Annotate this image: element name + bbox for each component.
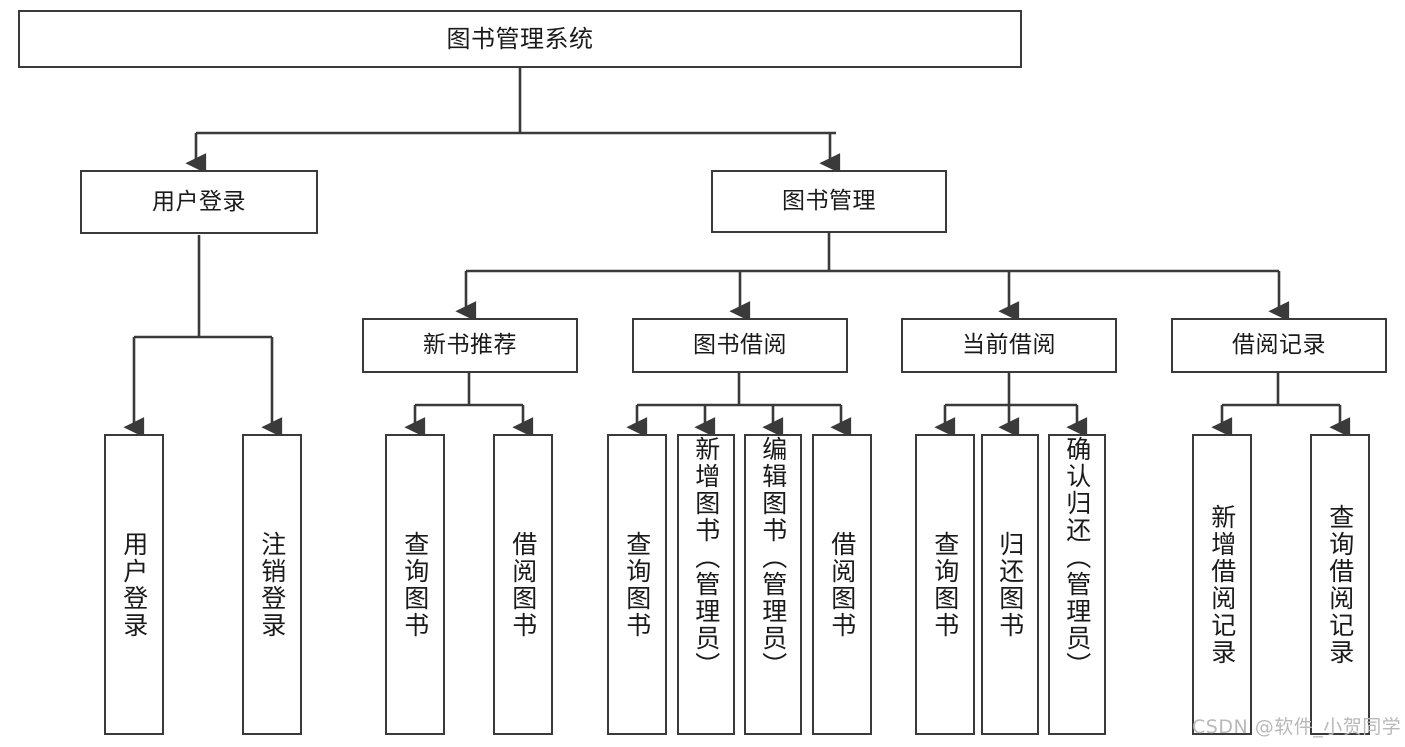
node-label: 查询图书 bbox=[400, 530, 430, 639]
node-user-login[interactable]: 用户登录 bbox=[80, 170, 318, 234]
node-label: 查询图书 bbox=[622, 530, 652, 639]
leaf-current-confirm-return-admin[interactable]: 确认归还（管理员） bbox=[1048, 434, 1106, 735]
node-book-borrow[interactable]: 图书借阅 bbox=[632, 318, 848, 373]
node-label: 借阅图书 bbox=[827, 530, 857, 639]
node-label: 图书管理 bbox=[782, 188, 876, 214]
node-label: 用户登录 bbox=[152, 188, 246, 215]
node-label: 新增借阅记录 bbox=[1207, 503, 1237, 666]
node-label: 借阅记录 bbox=[1232, 332, 1326, 358]
leaf-recommend-borrow-book[interactable]: 借阅图书 bbox=[493, 434, 553, 735]
node-root-system[interactable]: 图书管理系统 bbox=[18, 10, 1022, 68]
node-label: 查询借阅记录 bbox=[1325, 503, 1355, 666]
node-book-management[interactable]: 图书管理 bbox=[711, 170, 947, 233]
node-new-book-recommend[interactable]: 新书推荐 bbox=[362, 318, 578, 373]
node-label: 编辑图书（管理员） bbox=[758, 436, 788, 679]
leaf-recommend-query-book[interactable]: 查询图书 bbox=[385, 434, 445, 735]
leaf-borrow-borrow-book[interactable]: 借阅图书 bbox=[812, 434, 872, 735]
node-label: 归还图书 bbox=[995, 530, 1025, 639]
leaf-current-query-book[interactable]: 查询图书 bbox=[915, 434, 975, 735]
node-label: 查询图书 bbox=[930, 530, 960, 639]
node-label: 图书管理系统 bbox=[446, 25, 594, 53]
leaf-borrow-edit-book-admin[interactable]: 编辑图书（管理员） bbox=[744, 434, 802, 735]
node-label: 借阅图书 bbox=[508, 530, 538, 639]
leaf-user-login[interactable]: 用户登录 bbox=[104, 434, 164, 735]
leaf-current-return-book[interactable]: 归还图书 bbox=[981, 434, 1039, 735]
leaf-borrow-add-book-admin[interactable]: 新增图书（管理员） bbox=[677, 434, 735, 735]
leaf-record-add-borrow-record[interactable]: 新增借阅记录 bbox=[1192, 434, 1252, 735]
leaf-user-logout[interactable]: 注销登录 bbox=[242, 434, 302, 735]
leaf-borrow-query-book[interactable]: 查询图书 bbox=[607, 434, 667, 735]
node-label: 用户登录 bbox=[119, 530, 149, 639]
node-label: 新增图书（管理员） bbox=[691, 436, 721, 679]
node-label: 确认归还（管理员） bbox=[1062, 436, 1092, 679]
node-borrow-record[interactable]: 借阅记录 bbox=[1171, 318, 1387, 373]
node-label: 新书推荐 bbox=[423, 332, 517, 358]
leaf-record-query-borrow-record[interactable]: 查询借阅记录 bbox=[1310, 434, 1370, 735]
node-label: 图书借阅 bbox=[693, 332, 787, 358]
node-current-borrow[interactable]: 当前借阅 bbox=[901, 318, 1117, 373]
node-label: 注销登录 bbox=[257, 530, 287, 639]
csdn-watermark: CSDN @软件_小贺同学 bbox=[1192, 716, 1402, 738]
node-label: 当前借阅 bbox=[962, 332, 1056, 358]
